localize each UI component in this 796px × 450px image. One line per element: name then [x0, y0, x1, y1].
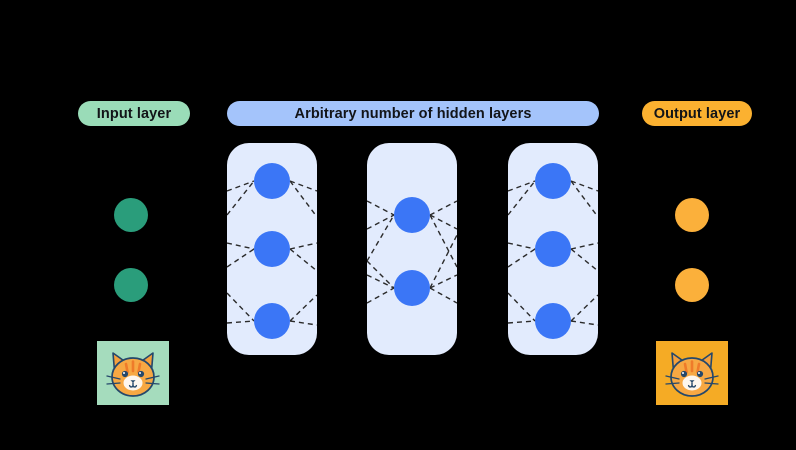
hidden-layer-2-node-1 [394, 197, 430, 233]
hidden-layer-2-panel [367, 143, 457, 355]
input-layer-label: Input layer [78, 101, 190, 126]
output-node-2 [675, 268, 709, 302]
hidden-layer-1-panel [227, 143, 317, 355]
hidden-layer-3-edges [508, 180, 598, 326]
hidden-layer-1-node-1 [254, 163, 290, 199]
hidden-layer-3-node-2 [535, 231, 571, 267]
cat-face-icon [106, 352, 160, 397]
hidden-layer-1-node-3 [254, 303, 290, 339]
hidden-layer-2-node-2 [394, 270, 430, 306]
output-layer-label: Output layer [642, 101, 752, 126]
hidden-layer-3-panel [508, 143, 598, 355]
cat-image-input [97, 341, 169, 405]
hidden-layer-1-edges [227, 180, 317, 326]
hidden-layer-1-node-2 [254, 231, 290, 267]
cat-image-output [656, 341, 728, 405]
hidden-layer-3-node-1 [535, 163, 571, 199]
input-node-2 [114, 268, 148, 302]
input-node-1 [114, 198, 148, 232]
cat-face-icon [665, 352, 719, 397]
hidden-layers-label: Arbitrary number of hidden layers [227, 101, 599, 126]
output-node-1 [675, 198, 709, 232]
hidden-layer-3-node-3 [535, 303, 571, 339]
hidden-layer-2-edges [367, 200, 457, 304]
